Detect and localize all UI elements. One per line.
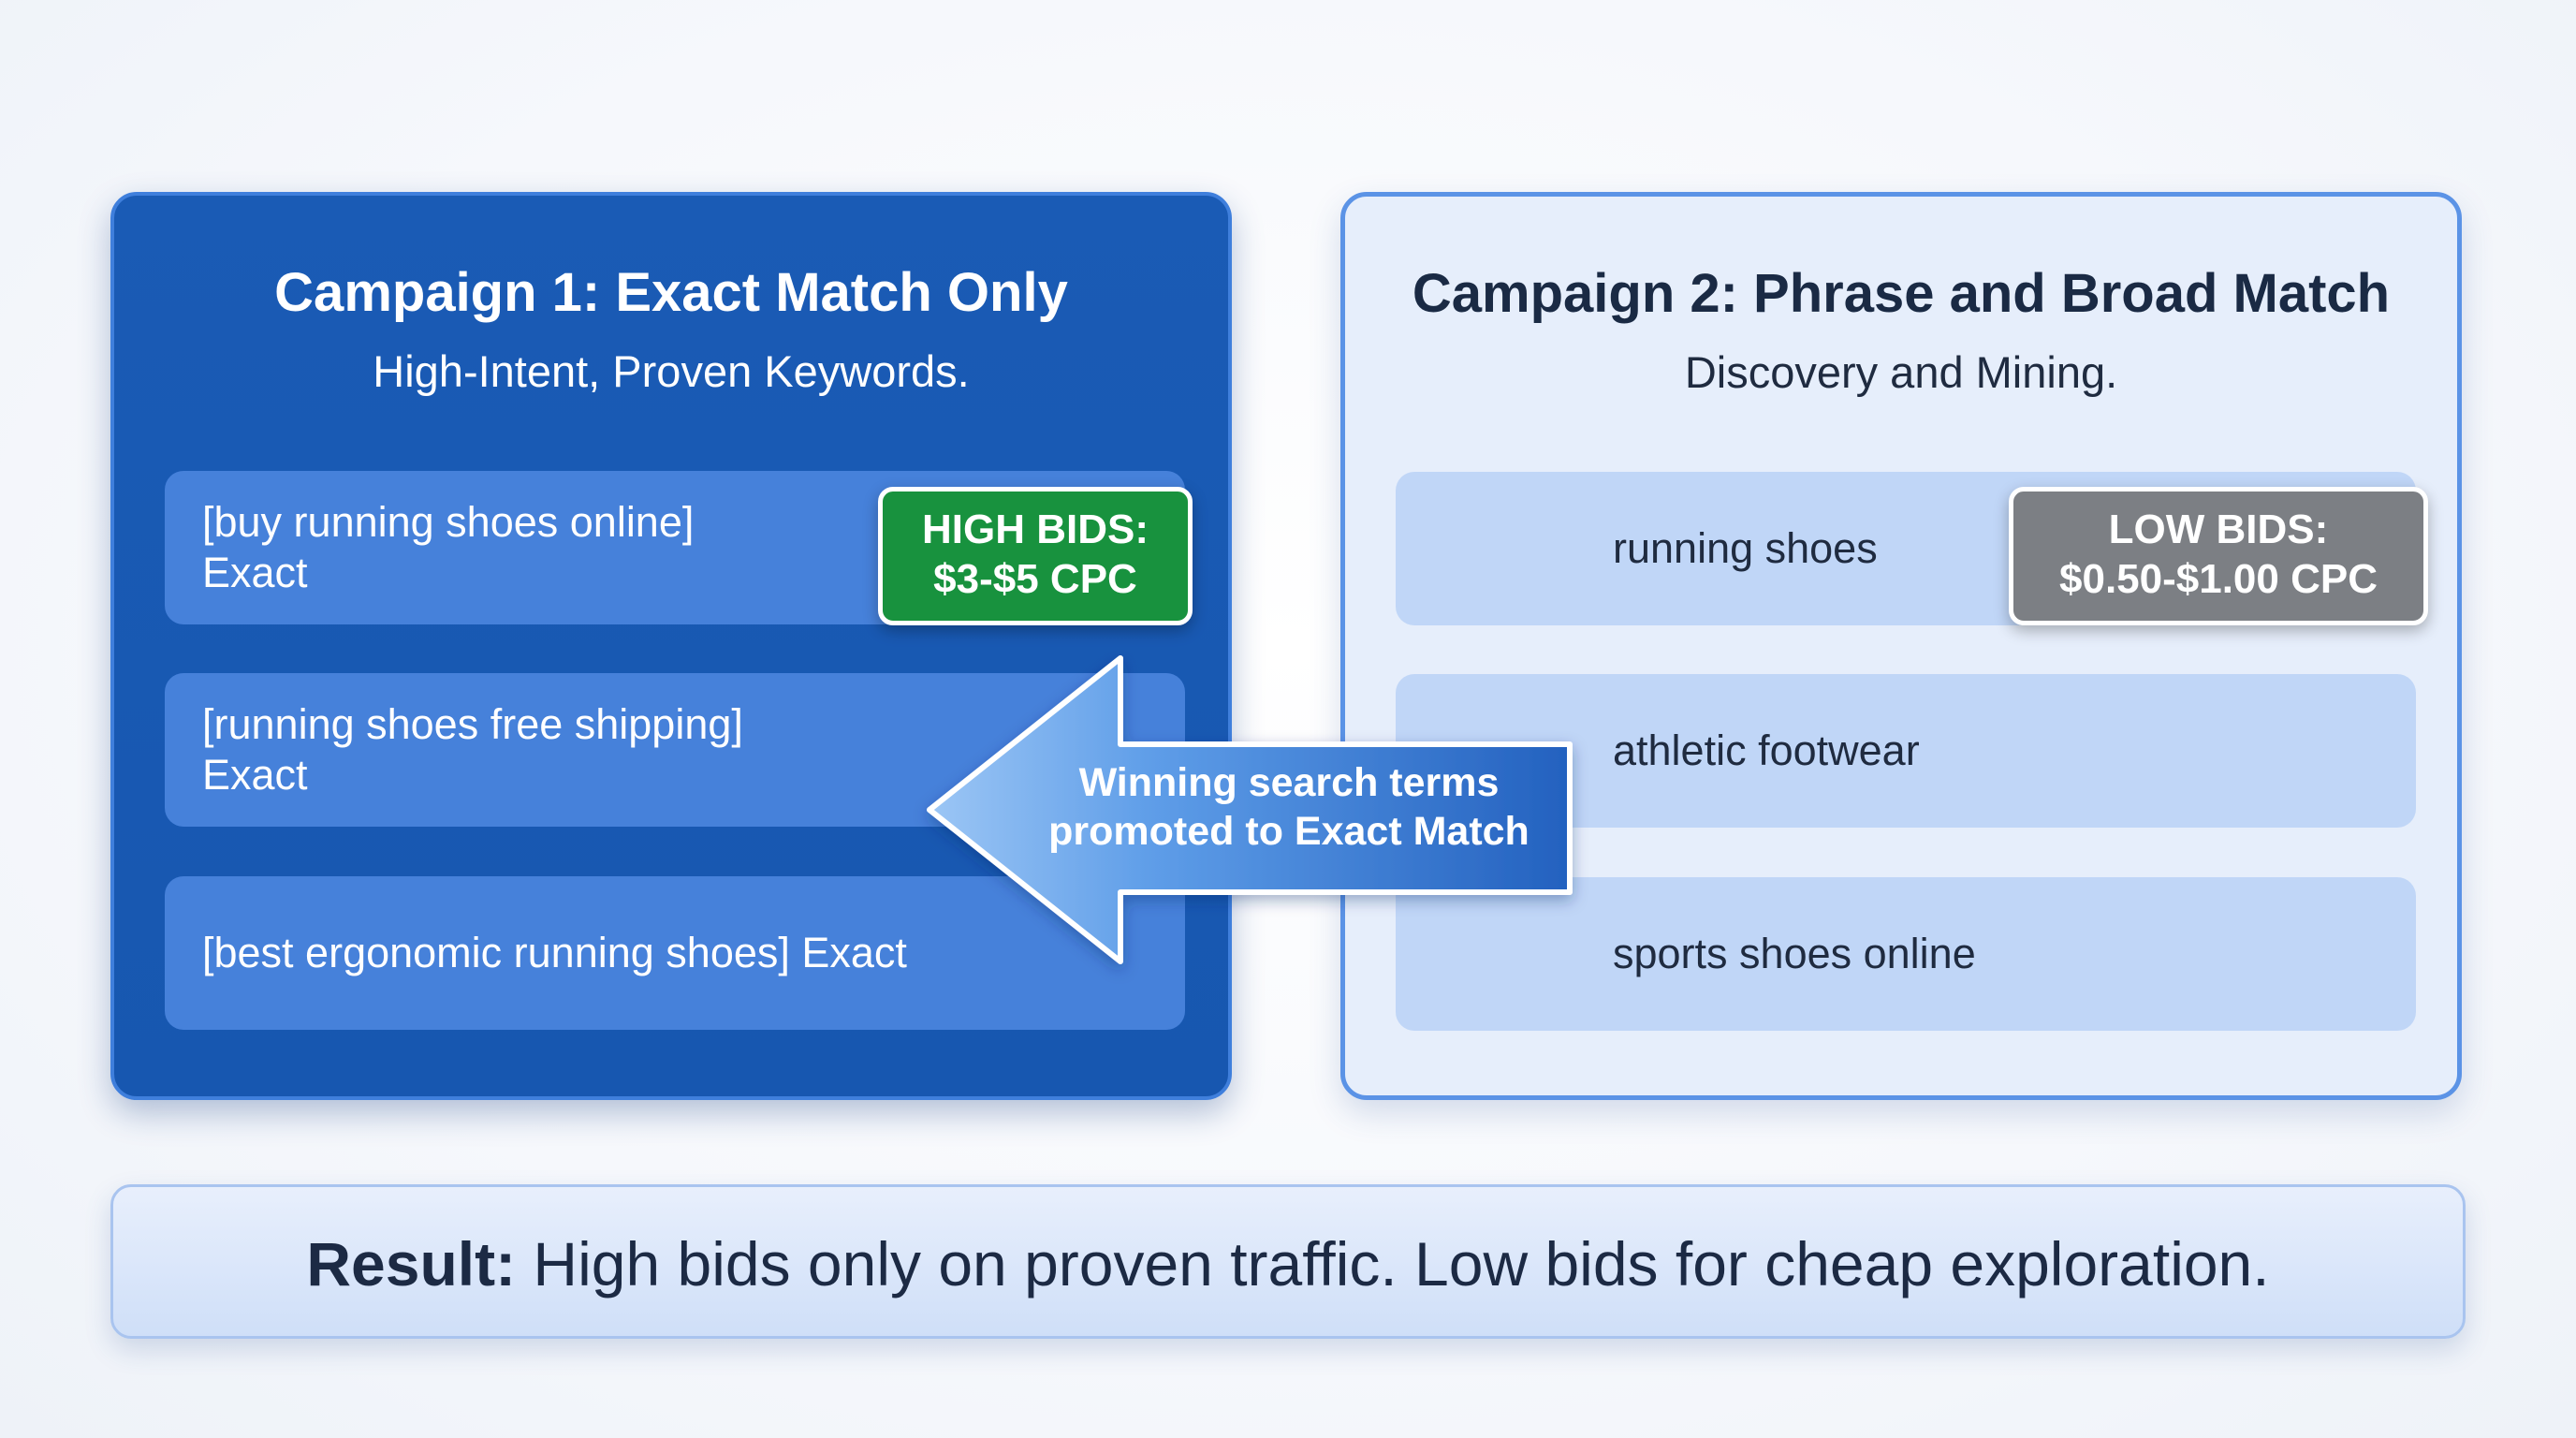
result-label: Result: (306, 1229, 517, 1299)
campaign2-keyword-row: sports shoes online (1396, 877, 2416, 1031)
campaign2-subtitle: Discovery and Mining. (1684, 347, 2118, 397)
result-message: High bids only on proven traffic. Low bi… (516, 1229, 2270, 1299)
keyword-label: running shoes (1613, 524, 1878, 572)
keyword-label: athletic footwear (1613, 726, 1920, 774)
keyword-label: sports shoes online (1613, 930, 1976, 977)
campaign2-title: Campaign 2: Phrase and Broad Match (1412, 263, 2391, 324)
campaign1-title: Campaign 1: Exact Match Only (274, 262, 1068, 323)
campaign1-keyword-row: [best ergonomic running shoes] Exact (165, 876, 1185, 1030)
low-bids-badge: LOW BIDS: $0.50-$1.00 CPC (2009, 487, 2428, 625)
campaign1-subtitle: High-Intent, Proven Keywords. (373, 346, 970, 396)
campaign2-panel: Campaign 2: Phrase and Broad Match Disco… (1340, 192, 2462, 1100)
arrow-label: Winning search terms promoted to Exact M… (1048, 760, 1530, 854)
keyword-label: [best ergonomic running shoes] Exact (202, 929, 907, 976)
keyword-label: [running shoes free shipping] Exact (202, 700, 743, 799)
result-text: Result: High bids only on proven traffic… (113, 1228, 2463, 1299)
high-bids-badge: HIGH BIDS: $3-$5 CPC (878, 487, 1193, 625)
keyword-label: [buy running shoes online] Exact (202, 498, 695, 596)
result-bar: Result: High bids only on proven traffic… (110, 1184, 2466, 1339)
promotion-arrow-icon (927, 655, 1573, 964)
